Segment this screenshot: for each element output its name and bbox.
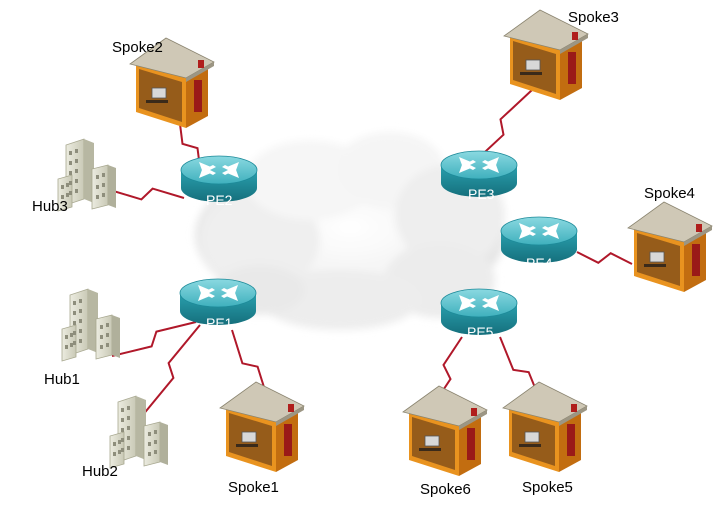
pe5-router-icon: PE5 <box>440 288 518 340</box>
pe1-router-icon: PE1 <box>179 278 257 331</box>
spoke6-label: Spoke6 <box>420 481 471 498</box>
link-pe3-spoke3 <box>471 89 533 165</box>
spoke1-label: Spoke1 <box>228 479 279 496</box>
hub1-building-icon <box>61 288 121 362</box>
spoke2-label: Spoke2 <box>112 39 163 56</box>
hub2-label: Hub2 <box>82 463 118 480</box>
link-pe2-hub3 <box>109 187 185 201</box>
link-pe4-spoke4 <box>576 251 633 265</box>
pe3-label: PE3 <box>468 186 495 202</box>
pe1-label: PE1 <box>206 315 233 331</box>
hub2-building-icon <box>109 395 169 469</box>
spoke5-house-icon <box>502 381 588 473</box>
spoke5-label: Spoke5 <box>522 479 573 496</box>
pe5-label: PE5 <box>467 324 494 340</box>
pe4-router-icon: PE4 <box>500 216 578 271</box>
pe2-label: PE2 <box>206 192 233 208</box>
link-pe1-spoke1 <box>231 329 269 401</box>
pe3-router-icon: PE3 <box>440 150 518 202</box>
hub3-label: Hub3 <box>32 198 68 215</box>
hub1-label: Hub1 <box>44 371 80 388</box>
spoke3-label: Spoke3 <box>568 9 619 26</box>
pe4-label: PE4 <box>526 255 553 271</box>
spoke1-house-icon <box>219 381 305 473</box>
pe2-router-icon: PE2 <box>180 155 258 208</box>
spoke4-house-icon <box>627 201 713 293</box>
link-pe1-hub2 <box>141 324 201 417</box>
link-pe1-hub1 <box>111 321 197 357</box>
provider-cloud <box>195 132 505 330</box>
spoke4-label: Spoke4 <box>644 185 695 202</box>
spoke6-house-icon <box>402 385 488 477</box>
